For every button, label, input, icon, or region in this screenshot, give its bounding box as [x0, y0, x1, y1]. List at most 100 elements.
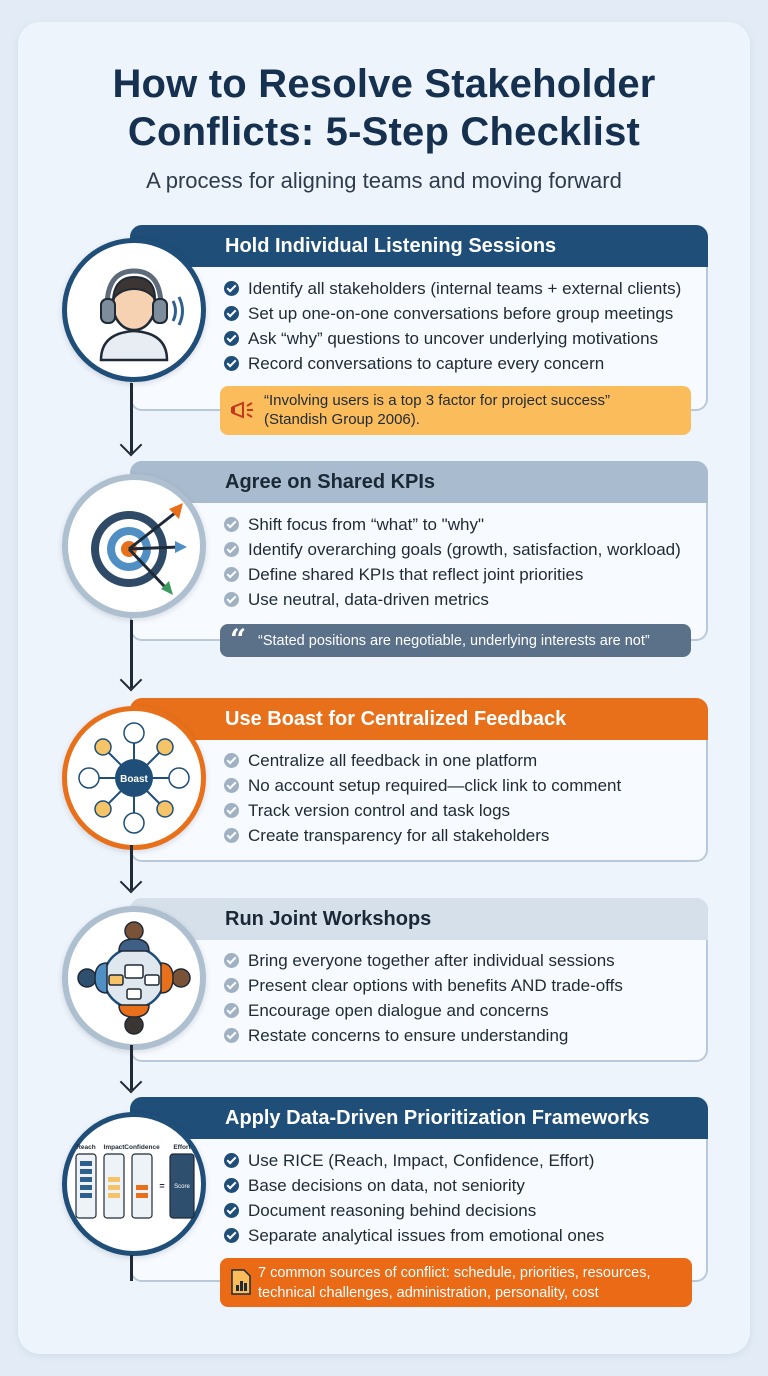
step-1-bullets: Identify all stakeholders (internal team… — [224, 276, 681, 376]
step-3-bullets: Centralize all feedback in one platform … — [224, 748, 621, 848]
list-item: Centralize all feedback in one platform — [224, 748, 621, 773]
bullet-text: Use neutral, data-driven metrics — [248, 590, 489, 609]
framework-label-reach: Reach — [76, 1144, 96, 1151]
check-icon — [224, 1003, 239, 1018]
megaphone-icon — [231, 401, 253, 419]
report-chart-icon — [231, 1269, 251, 1295]
target-arrows-icon — [91, 503, 187, 595]
list-item: Bring everyone together after individual… — [224, 948, 623, 973]
title-line-1: How to Resolve Stakeholder — [112, 62, 656, 106]
bullet-text: Bring everyone together after individual… — [248, 951, 615, 970]
step-2-bullets: Shift focus from “what” to "why" Identif… — [224, 512, 681, 612]
bullet-text: Shift focus from “what” to "why" — [248, 515, 484, 534]
quote-marks-icon: “ — [230, 623, 247, 656]
bullet-text: Create transparency for all stakeholders — [248, 826, 550, 845]
check-icon — [224, 306, 239, 321]
list-item: Restate concerns to ensure understanding — [224, 1023, 623, 1048]
step-2-icon-circle — [62, 474, 206, 618]
connector-line — [130, 620, 133, 688]
bullet-text: Document reasoning behind decisions — [248, 1201, 537, 1220]
check-icon — [224, 753, 239, 768]
hub-network-icon: Boast — [78, 722, 190, 834]
step-4-header: Run Joint Workshops — [130, 898, 708, 940]
bullet-text: Define shared KPIs that reflect joint pr… — [248, 565, 584, 584]
quote-line-2: technical challenges, administration, pe… — [258, 1285, 599, 1301]
step-1-icon-circle — [62, 238, 206, 382]
connector-line — [130, 1255, 133, 1281]
connector-line — [130, 845, 133, 890]
bullet-text: No account setup required—click link to … — [248, 776, 622, 795]
list-item: Track version control and task logs — [224, 798, 621, 823]
title-line-2: Conflicts: 5-Step Checklist — [127, 110, 641, 154]
check-icon — [224, 1228, 239, 1243]
step-4-icon-circle — [62, 906, 206, 1050]
list-item: Use neutral, data-driven metrics — [224, 587, 681, 612]
step-3-header: Use Boast for Centralized Feedback — [130, 698, 708, 740]
framework-label-effort: Effort — [173, 1144, 191, 1151]
step-4-title: Run Joint Workshops — [225, 908, 432, 930]
check-icon — [224, 803, 239, 818]
list-item: Identify all stakeholders (internal team… — [224, 276, 681, 301]
bullet-text: Base decisions on data, not seniority — [248, 1176, 525, 1195]
bullet-text: Ask “why” questions to uncover underlyin… — [248, 329, 659, 348]
connector-line — [130, 383, 133, 453]
check-icon — [224, 828, 239, 843]
bullet-text: Use RICE (Reach, Impact, Confidence, Eff… — [248, 1151, 595, 1170]
step-4-bullets: Bring everyone together after individual… — [224, 948, 623, 1048]
step-3-icon-circle: Boast — [62, 706, 206, 850]
bullet-text: Track version control and task logs — [248, 801, 511, 820]
list-item: Record conversations to capture every co… — [224, 351, 681, 376]
list-item: Create transparency for all stakeholders — [224, 823, 621, 848]
page-subtitle: A process for aligning teams and moving … — [146, 168, 622, 193]
list-item: Define shared KPIs that reflect joint pr… — [224, 562, 681, 587]
list-item: Set up one-on-one conversations before g… — [224, 301, 681, 326]
list-item: Shift focus from “what” to "why" — [224, 512, 681, 537]
check-icon — [224, 517, 239, 532]
check-icon — [224, 1203, 239, 1218]
quote-line-1: “Stated positions are negotiable, underl… — [258, 633, 650, 649]
list-item: Document reasoning behind decisions — [224, 1198, 604, 1223]
rice-framework-icon: Reach Impact Confidence Effort = Score — [75, 1144, 195, 1219]
list-item: No account setup required—click link to … — [224, 773, 621, 798]
step-1-quote: “Involving users is a top 3 factor for p… — [220, 386, 691, 435]
list-item: Identify overarching goals (growth, sati… — [224, 537, 681, 562]
headphones-person-icon — [99, 268, 184, 362]
step-5-bullets: Use RICE (Reach, Impact, Confidence, Eff… — [224, 1148, 604, 1248]
check-icon — [224, 1028, 239, 1043]
bullet-text: Separate analytical issues from emotiona… — [248, 1226, 605, 1245]
list-item: Present clear options with benefits AND … — [224, 973, 623, 998]
check-icon — [224, 542, 239, 557]
step-1-header: Hold Individual Listening Sessions — [130, 225, 708, 267]
framework-score-label: Score — [174, 1184, 190, 1190]
list-item: Base decisions on data, not seniority — [224, 1173, 604, 1198]
step-5-quote: 7 common sources of conflict: schedule, … — [220, 1258, 692, 1307]
step-3-title: Use Boast for Centralized Feedback — [225, 708, 567, 730]
list-item: Separate analytical issues from emotiona… — [224, 1223, 604, 1248]
bullet-text: Record conversations to capture every co… — [248, 354, 605, 373]
step-5-title: Apply Data-Driven Prioritization Framewo… — [225, 1107, 650, 1129]
check-icon — [224, 331, 239, 346]
bullet-text: Restate concerns to ensure understanding — [248, 1026, 569, 1045]
bullet-text: Set up one-on-one conversations before g… — [248, 304, 674, 323]
check-icon — [224, 1153, 239, 1168]
bullet-text: Identify overarching goals (growth, sati… — [248, 540, 681, 559]
step-2-quote: “ “Stated positions are negotiable, unde… — [220, 624, 691, 657]
check-icon — [224, 281, 239, 296]
quote-line-2: (Standish Group 2006). — [264, 411, 420, 428]
round-table-icon — [77, 921, 191, 1035]
list-item: Encourage open dialogue and concerns — [224, 998, 623, 1023]
check-icon — [224, 978, 239, 993]
bullet-text: Encourage open dialogue and concerns — [248, 1001, 549, 1020]
check-icon — [224, 592, 239, 607]
list-item: Ask “why” questions to uncover underlyin… — [224, 326, 681, 351]
check-icon — [224, 1178, 239, 1193]
bullet-text: Identify all stakeholders (internal team… — [248, 279, 682, 298]
step-5-header: Apply Data-Driven Prioritization Framewo… — [130, 1097, 708, 1139]
step-2-title: Agree on Shared KPIs — [225, 471, 436, 493]
step-5-icon-circle: Reach Impact Confidence Effort = Score — [62, 1112, 206, 1256]
framework-label-confidence: Confidence — [124, 1144, 160, 1151]
step-2-header: Agree on Shared KPIs — [130, 461, 708, 503]
hub-label: Boast — [120, 774, 148, 785]
check-icon — [224, 356, 239, 371]
bullet-text: Present clear options with benefits AND … — [248, 976, 623, 995]
